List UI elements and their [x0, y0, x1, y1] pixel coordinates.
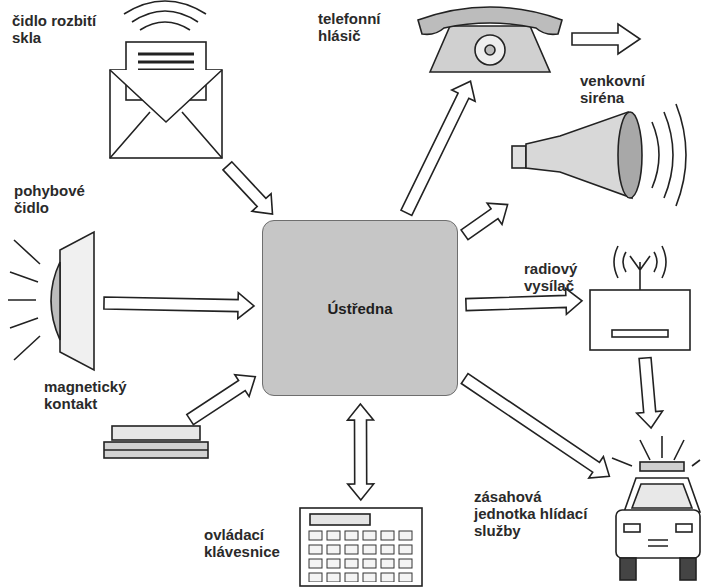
device-label: ovládací klávesnice [204, 526, 294, 560]
block-arrow [223, 162, 273, 214]
device-label: magnetický kontakt [44, 378, 174, 412]
outgoing-call-arrow [572, 24, 640, 54]
telephone-icon [418, 7, 562, 72]
device-label: telefonní hlásič [318, 10, 410, 44]
magnetic-contact-icon [104, 426, 208, 458]
phone-dialer: telefonní hlásič [418, 4, 564, 74]
block-arrow [104, 293, 254, 319]
magnetic-contact: magnetický kontakt [104, 424, 208, 460]
motion-sensor: pohybové čidlo [8, 232, 96, 372]
radio-transmitter: radiový vysílač [590, 248, 690, 350]
outdoor-siren: venkovní siréna [512, 112, 642, 200]
block-arrow [461, 374, 609, 478]
radio-transmitter-icon [590, 246, 690, 350]
device-label: zásahová jednotka hlídací služby [474, 488, 602, 539]
device-label: pohybové čidlo [14, 182, 104, 216]
block-arrow [461, 203, 508, 240]
device-label: venkovní siréna [580, 72, 690, 106]
unit-title: Ústředna [327, 300, 392, 317]
control-unit: Ústředna [262, 220, 458, 396]
glass-break-sensor: čidlo rozbití skla [108, 40, 224, 160]
block-arrow [187, 375, 256, 425]
block-arrow [401, 81, 475, 215]
guard-response-unit: zásahová jednotka hlídací služby [616, 436, 700, 582]
control-keypad: ovládací klávesnice [300, 508, 422, 586]
block-arrow [637, 358, 663, 429]
device-label: čidlo rozbití skla [12, 12, 102, 46]
keypad-icon [300, 508, 422, 586]
device-label: radiový vysílač [524, 260, 594, 294]
siren-icon [512, 104, 686, 206]
block-arrow [348, 404, 374, 500]
glass-sensor-icon [110, 1, 222, 158]
patrol-car-icon [612, 436, 700, 580]
motion-sensor-icon [8, 232, 94, 370]
